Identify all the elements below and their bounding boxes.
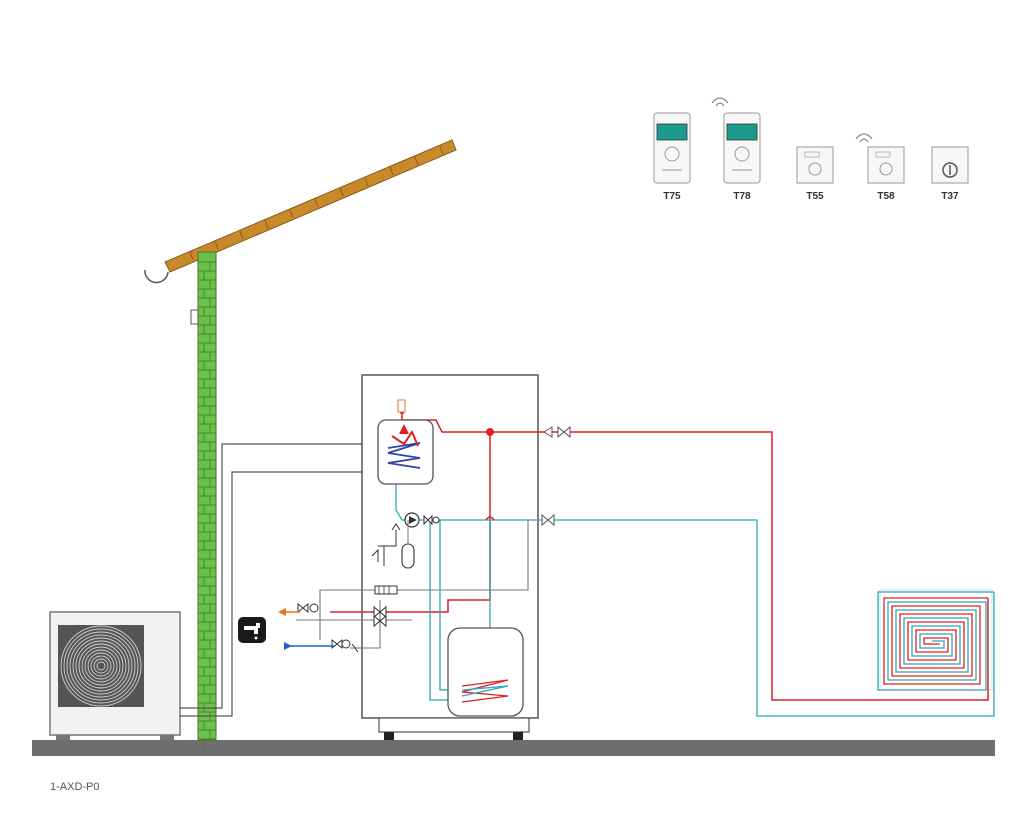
- thermostat-label: T75: [663, 191, 681, 202]
- plate-heat-exchanger: [377, 399, 434, 485]
- thermostat-panel: T75 T78 T55 T58 T37: [653, 97, 969, 202]
- filter-unit: [374, 585, 398, 595]
- thermostat-t55: T55: [796, 146, 834, 202]
- thermostat-label: T78: [733, 191, 751, 202]
- hot-water-tank: [447, 627, 524, 717]
- roof: [144, 139, 457, 284]
- circulation-pump: [404, 512, 420, 528]
- internal-pipes: [296, 520, 529, 649]
- return-line-valve: [541, 513, 555, 527]
- thermostat-t78: T78: [711, 97, 761, 202]
- thermostat-label: T37: [941, 191, 959, 202]
- outdoor-unit: [49, 611, 181, 740]
- flow-line-valve: [543, 425, 571, 439]
- safety-valve: [371, 523, 401, 566]
- expansion-vessel: [401, 520, 415, 569]
- gutter-icon: [144, 269, 169, 284]
- thermostat-label: T58: [877, 191, 895, 202]
- water-tap-icon: [238, 617, 266, 643]
- flow-junction: [486, 428, 494, 436]
- brick-wall: [190, 251, 217, 748]
- outdoor-unit-fan-icon: [60, 625, 142, 707]
- outdoor-refrigerant-pipes: [180, 443, 380, 717]
- diagram-code: 1-AXD-P0: [50, 781, 100, 793]
- ground-slab: [32, 740, 995, 756]
- wireless-signal-icon: [855, 133, 873, 143]
- return-crossover: [485, 516, 495, 521]
- dhw-valves: [297, 602, 387, 653]
- underfloor-heating-loop: [877, 589, 994, 691]
- hot-water-outlet: [278, 608, 300, 616]
- thermostat-t75: T75: [653, 112, 691, 202]
- thermostat-label: T55: [806, 191, 824, 202]
- wall-junction-box: [190, 309, 199, 325]
- return-valve: [423, 514, 440, 526]
- cold-water-inlet: [284, 642, 334, 650]
- wireless-signal-icon: [711, 97, 729, 107]
- thermostat-t58: T58: [855, 133, 905, 202]
- thermostat-t37: T37: [931, 146, 969, 202]
